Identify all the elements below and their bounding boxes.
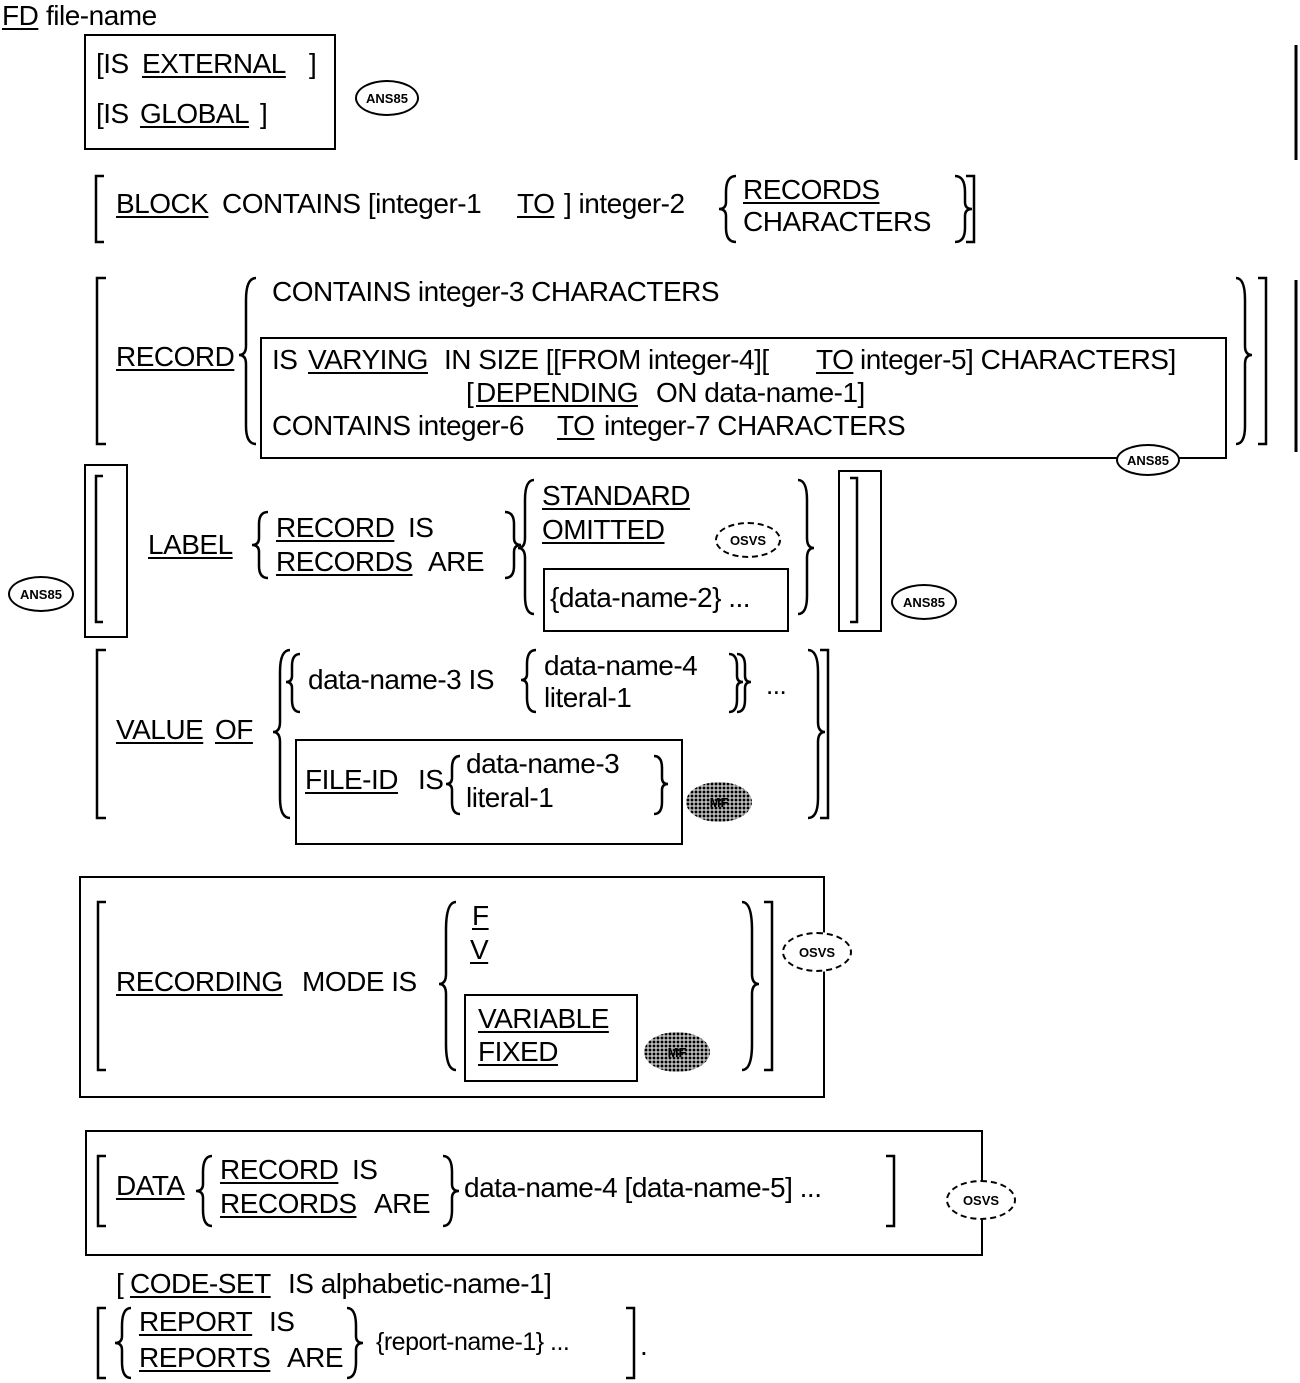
literal1-text: literal-1 (544, 682, 632, 713)
are-text: ARE (374, 1188, 431, 1219)
fileid-box (295, 739, 683, 845)
v-keyword: V (470, 934, 489, 965)
report-name-text: {report-name-1} ... (376, 1328, 570, 1356)
block-keyword: BLOCK (116, 188, 209, 219)
bracket-text: [ (466, 377, 474, 408)
file-id-keyword: FILE-ID (305, 764, 398, 795)
is-text: [IS (96, 48, 129, 79)
recording-mode-box (79, 876, 825, 1098)
value-keyword: VALUE (116, 714, 204, 745)
label-keyword: LABEL (148, 529, 233, 560)
label-right-box (838, 470, 882, 632)
is-text: IS (272, 344, 298, 375)
osvs-badge: OSVS (782, 932, 852, 972)
to-keyword: TO (517, 188, 555, 219)
characters-text: CHARACTERS (743, 206, 931, 237)
is-text: IS (269, 1306, 295, 1337)
code-set-keyword: CODE-SET (130, 1268, 271, 1299)
mf-badge: MF (686, 782, 752, 822)
external-global-box (84, 34, 336, 150)
mode-is-text: MODE IS (302, 966, 417, 997)
data-keyword: DATA (116, 1170, 185, 1201)
bracket-text: ] (260, 98, 268, 129)
fixed-keyword: FIXED (478, 1036, 558, 1067)
dataname4-text: data-name-4 (544, 650, 698, 681)
is-text: IS (418, 764, 444, 795)
external-keyword: EXTERNAL (142, 48, 286, 79)
integer5-text: integer-5] CHARACTERS] (860, 344, 1176, 375)
contains-integer6-text: CONTAINS integer-6 (272, 410, 524, 441)
ans85-badge: ANS85 (891, 584, 957, 620)
block-contains-text: CONTAINS [integer-1 (222, 188, 482, 219)
bracket-text: ] (309, 48, 317, 79)
are-text: ARE (287, 1342, 344, 1373)
ellipsis-text: ... (766, 670, 787, 700)
variable-keyword: VARIABLE (478, 1003, 609, 1034)
varying-box (260, 337, 1227, 459)
bracket-text: [ (116, 1268, 124, 1299)
f-keyword: F (472, 900, 489, 931)
integer7-text: integer-7 CHARACTERS (604, 410, 906, 441)
varying-keyword: VARYING (308, 344, 428, 375)
omitted-keyword: OMITTED (542, 514, 665, 545)
label-bracket-box (84, 464, 128, 638)
to-keyword: TO (816, 344, 854, 375)
in-size-text: IN SIZE [[FROM integer-4][ (444, 344, 769, 375)
report-keyword: REPORT (139, 1306, 253, 1337)
depending-rest-text: ON data-name-1] (656, 377, 865, 408)
to-keyword: TO (557, 410, 595, 441)
dataname2-text: {data-name-2} ... (550, 582, 751, 613)
data-names-text: data-name-4 [data-name-5] ... (464, 1172, 822, 1203)
literal1-text: literal-1 (466, 782, 554, 813)
ans85-badge: ANS85 (355, 80, 419, 116)
code-set-rest-text: IS alphabetic-name-1] (288, 1268, 552, 1299)
block-integer2-text: ] integer-2 (564, 188, 685, 219)
records-keyword: RECORDS (743, 174, 880, 205)
period-text: . (640, 1330, 648, 1361)
fd-keyword: FD (2, 0, 39, 31)
dataname3-is-text: data-name-3 IS (308, 664, 495, 695)
depending-keyword: DEPENDING (476, 377, 638, 408)
records-keyword: RECORDS (220, 1188, 357, 1219)
record-keyword: RECORD (220, 1154, 339, 1185)
ans85-badge: ANS85 (1116, 444, 1180, 476)
record-keyword: RECORD (276, 512, 395, 543)
osvs-badge: OSVS (715, 522, 781, 558)
is-text: IS (352, 1154, 378, 1185)
are-text: ARE (428, 546, 485, 577)
records-keyword: RECORDS (276, 546, 413, 577)
of-keyword: OF (215, 714, 253, 745)
variable-fixed-box (464, 994, 638, 1082)
dataname3-text: data-name-3 (466, 748, 620, 779)
ans85-badge: ANS85 (8, 576, 74, 612)
record-keyword: RECORD (116, 341, 235, 372)
recording-keyword: RECORDING (116, 966, 283, 997)
is-text: IS (408, 512, 434, 543)
mf-badge: MF (644, 1032, 710, 1072)
standard-keyword: STANDARD (542, 480, 690, 511)
reports-keyword: REPORTS (139, 1342, 271, 1373)
fd-file-name: file-name (46, 0, 157, 31)
dataname2-box (543, 568, 789, 632)
is-text: [IS (96, 98, 129, 129)
osvs-badge: OSVS (946, 1180, 1016, 1220)
global-keyword: GLOBAL (140, 98, 250, 129)
contains-integer3-text: CONTAINS integer-3 CHARACTERS (272, 276, 720, 307)
